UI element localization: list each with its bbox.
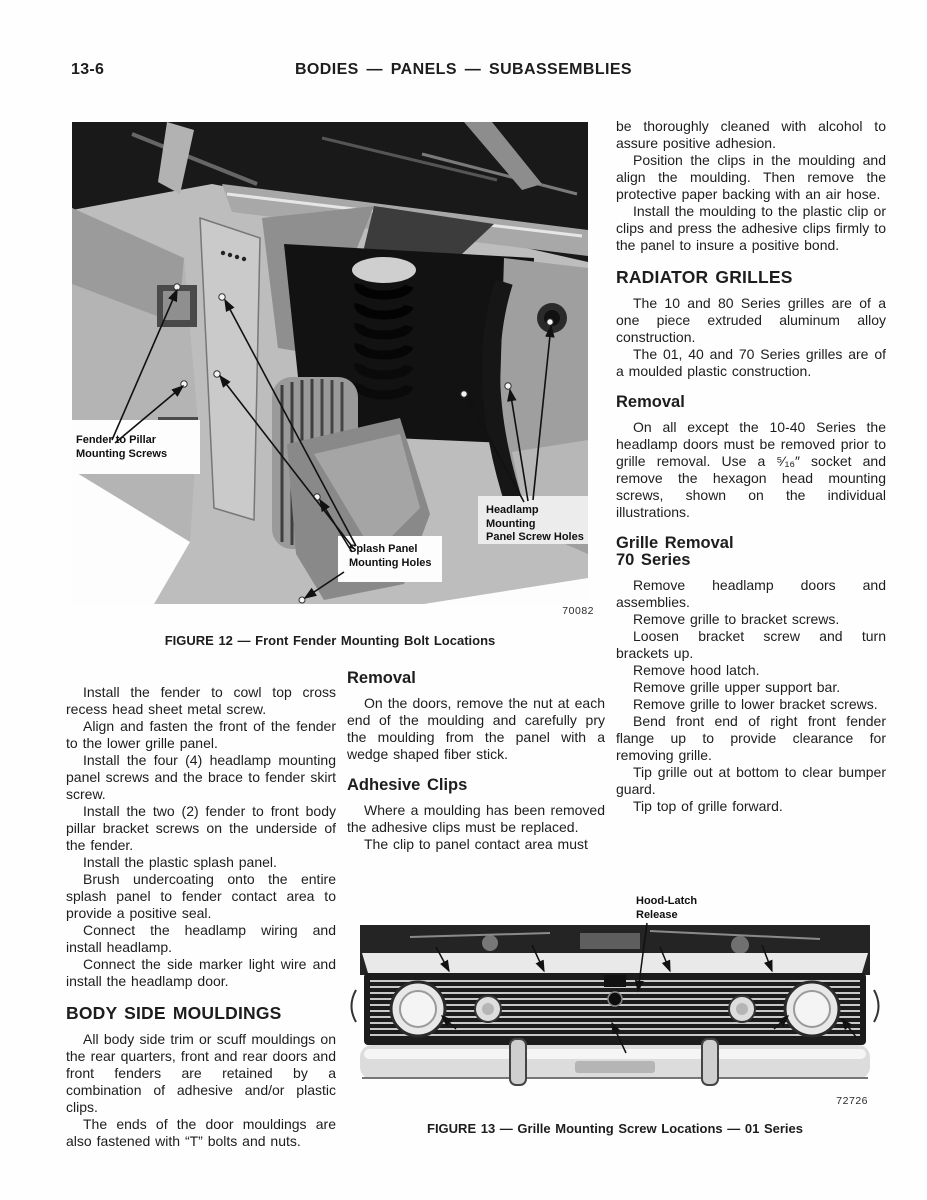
paragraph: All body side trim or scuff mouldings on… xyxy=(66,1031,336,1115)
figure-13-caption: FIGURE 13 — Grille Mounting Screw Locati… xyxy=(427,1121,803,1136)
paragraph: The clip to panel contact area must xyxy=(364,836,588,852)
paragraph: Remove grille to lower bracket screws. xyxy=(633,696,878,712)
paragraph: be thoroughly cleaned with alcohol to as… xyxy=(616,118,886,151)
middle-column: Removal On the doors, remove the nut at e… xyxy=(347,670,605,853)
figure-13-photo-code: 72726 xyxy=(836,1095,868,1107)
section-heading: BODY SIDE MOULDINGS xyxy=(66,1003,282,1023)
page-number: 13-6 xyxy=(71,61,105,78)
figure-12-label-headlamp-mounting: Headlamp Mounting Panel Screw Holes xyxy=(486,504,584,543)
paragraph: Remove grille upper support bar. xyxy=(633,679,841,695)
paragraph: Connect the side marker light wire and i… xyxy=(66,956,336,989)
paragraph: The 10 and 80 Series grilles are of a on… xyxy=(616,295,886,345)
paragraph: Install the four (4) headlamp mounting p… xyxy=(66,752,336,802)
section-heading: Grille Removal 70 Series xyxy=(616,534,734,569)
figure-12-photo xyxy=(72,122,588,604)
section-heading: Adhesive Clips xyxy=(347,776,468,794)
section-heading: RADIATOR GRILLES xyxy=(616,267,793,287)
paragraph: Position the clips in the moulding and a… xyxy=(616,152,886,202)
figure-13-label-hood-latch-release: Hood-Latch Release xyxy=(636,895,698,921)
figure-13-photo xyxy=(350,922,880,1086)
paragraph: Install the fender to cowl top cross rec… xyxy=(66,684,336,717)
figure-13-callout-arrows xyxy=(435,922,857,1054)
section-heading: Removal xyxy=(347,669,416,687)
paragraph: Install the plastic splash panel. xyxy=(83,854,277,870)
paragraph: Tip top of grille forward. xyxy=(633,798,783,814)
paragraph: Where a moulding has been removed the ad… xyxy=(347,802,605,835)
paragraph: Install the moulding to the plastic clip… xyxy=(616,203,886,253)
figure-12-label-splash-panel: Splash Panel Mounting Holes xyxy=(349,543,432,569)
right-column: be thoroughly cleaned with alcohol to as… xyxy=(616,118,886,815)
paragraph: Loosen bracket screw and turn brackets u… xyxy=(616,628,886,661)
paragraph: On all except the 10-40 Series the headl… xyxy=(616,419,886,520)
left-column: Install the fender to cowl top cross rec… xyxy=(66,684,336,1150)
page-title: BODIES — PANELS — SUBASSEMBLIES xyxy=(294,61,633,78)
paragraph: The ends of the door mouldings are also … xyxy=(66,1116,336,1149)
figure-12-caption: FIGURE 12 — Front Fender Mounting Bolt L… xyxy=(164,633,496,648)
figure-12-photo-code: 70082 xyxy=(562,605,594,617)
figure-12-callout-arrows xyxy=(111,288,555,599)
paragraph: Remove hood latch. xyxy=(633,662,760,678)
paragraph: Remove headlamp doors and assemblies. xyxy=(616,577,886,610)
paragraph: Install the two (2) fender to front body… xyxy=(66,803,336,853)
paragraph: Align and fasten the front of the fender… xyxy=(66,718,336,751)
figure-13: Hood-Latch Release 72726 FIGURE 13 — Gri… xyxy=(350,895,880,1155)
paragraph: Connect the headlamp wiring and install … xyxy=(66,922,336,955)
paragraph: Remove grille to bracket screws. xyxy=(633,611,840,627)
paragraph: Brush undercoating onto the entire splas… xyxy=(66,871,336,921)
paragraph: Tip grille out at bottom to clear bumper… xyxy=(616,764,886,797)
paragraph: Bend front end of right front fender fla… xyxy=(616,713,886,763)
figure-12-label-fender-to-pillar: Fender to Pillar Mounting Screws xyxy=(76,434,168,460)
paragraph: The 01, 40 and 70 Series grilles are of … xyxy=(616,346,886,379)
section-heading: Removal xyxy=(616,393,685,411)
paragraph: On the doors, remove the nut at each end… xyxy=(347,695,605,762)
figure-12: Fender to Pillar Mounting Screws Headlam… xyxy=(72,122,594,617)
